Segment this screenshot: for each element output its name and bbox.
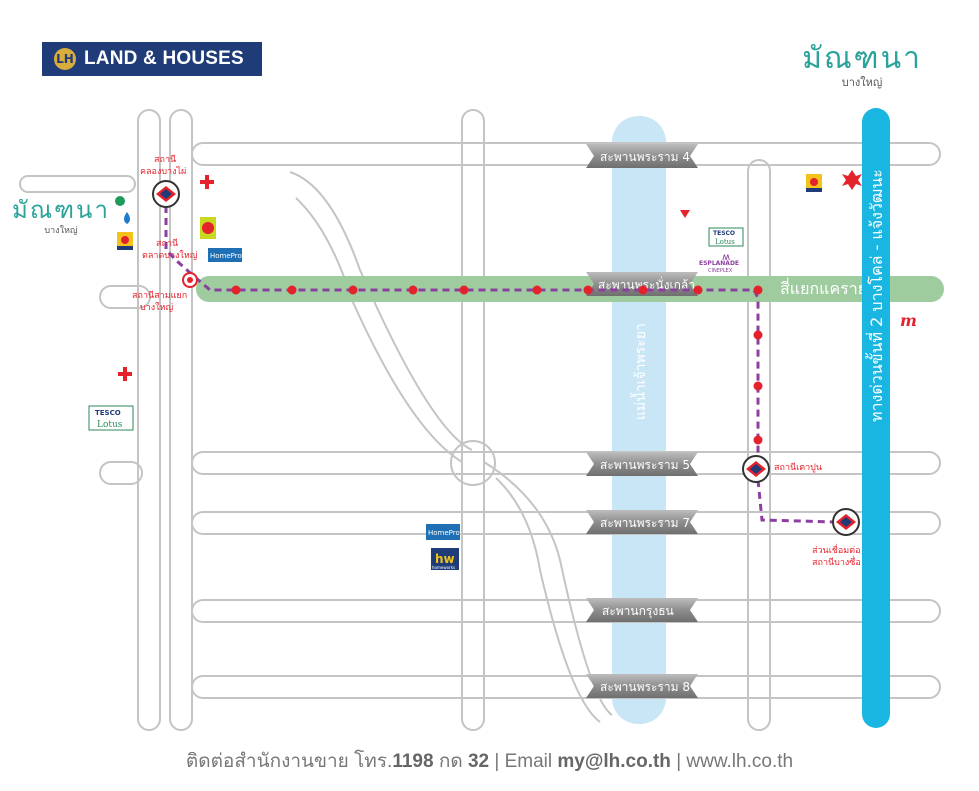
project-marker-icon — [115, 196, 125, 206]
tesco-text: TESCO — [95, 409, 121, 417]
drop-icon — [124, 212, 130, 224]
central-icon — [842, 170, 862, 190]
makro-icon — [806, 174, 822, 192]
bridge-label: สะพานกรุงธน — [602, 604, 674, 619]
email-label: | Email — [489, 751, 558, 772]
brand-name: LAND & HOUSES — [84, 48, 244, 69]
line-stops — [231, 285, 763, 445]
streets — [19, 109, 941, 731]
homepro-text: HomePro — [428, 529, 460, 537]
station-sam-yaek-icon — [182, 272, 198, 288]
station-label: สถานีสามแยก — [132, 290, 187, 301]
chao-phraya-river — [612, 116, 666, 724]
hw-sub-text: homeworks — [432, 565, 455, 570]
mall-logo-icon: m — [900, 311, 917, 330]
station-label: สถานี — [154, 154, 176, 165]
bridge-label: สะพานพระราม 8 — [600, 680, 690, 694]
tesco-lotus-logo: TESCO Lotus — [88, 405, 134, 431]
map-logo-name: มัณฑนา — [12, 196, 110, 224]
makro-icon — [117, 232, 133, 250]
station-label: คลองบางไผ่ — [140, 166, 186, 177]
bridge-rama8: สะพานพระราม 8 — [586, 674, 698, 698]
project-logo-name: มัณฑนา — [802, 41, 922, 76]
bridge-krung-thon: สะพานกรุงธน — [586, 598, 698, 622]
contact-footer: ติดต่อสำนักงานขาย โทร.1198 กด 32 | Email… — [0, 746, 979, 776]
esplanade-text: ESPLANADE — [699, 260, 739, 267]
bridge-label: สะพานพระราม 7 — [600, 516, 690, 530]
expressway-label: ทางด่วนขั้นที่ 2 บางโคล่ - แจ้งวัฒนะ — [865, 169, 886, 422]
land-and-houses-logo: LH LAND & HOUSES — [42, 42, 262, 76]
project-logo-subtitle: บางใหญ่ — [841, 76, 883, 89]
station-label: สถานี — [156, 238, 178, 249]
expressway — [862, 108, 890, 728]
bridge-label: สะพานพระราม 5 — [600, 458, 690, 472]
map-project-logo: มัณฑนา บางใหญ่ — [6, 196, 116, 238]
extension-label: กด — [433, 751, 468, 772]
station-label: ส่วนเชื่อมต่อ — [812, 543, 860, 556]
bridge-label: สะพานพระนั่งเกล้า — [598, 276, 695, 292]
station-klong-bang-phai-icon — [152, 180, 180, 208]
station-label: สถานีบางซื่อ — [812, 555, 861, 568]
phone-number: 1198 — [392, 751, 434, 772]
project-logo: มัณฑนา บางใหญ่ — [792, 42, 932, 90]
extension-number: 32 — [467, 751, 490, 772]
homeworks-logo: hw homeworks — [431, 548, 459, 570]
hw-text: hw — [435, 552, 455, 566]
homepro-logo: HomePro — [426, 524, 460, 540]
the-mall-icon — [680, 210, 690, 218]
main-road-label: สี่แยกแคราย — [780, 277, 867, 298]
bridge-label: สะพานพระราม 4 — [600, 150, 690, 164]
lh-emblem-icon: LH — [54, 48, 76, 70]
lotus-text: Lotus — [97, 420, 123, 430]
station-label: บางใหญ่ — [140, 302, 173, 313]
hospital-icon — [200, 175, 214, 189]
bridge-rama4: สะพานพระราม 4 — [586, 144, 698, 168]
station-label: สถานีเตาปูน — [774, 462, 822, 473]
big-c-icon — [200, 217, 216, 239]
lotus-text: Lotus — [715, 238, 735, 246]
homepro-logo: HomePro — [208, 248, 242, 262]
station-label: ตลาดบางใหญ่ — [142, 250, 198, 261]
river-label: แม่น้ำเจ้าพระยา — [630, 323, 649, 420]
website-link[interactable]: | www.lh.co.th — [670, 751, 794, 772]
station-tao-poon-icon — [742, 455, 770, 483]
station-bang-sue-icon — [832, 508, 860, 536]
purple-line — [164, 206, 837, 524]
bridge-rama5: สะพานพระราม 5 — [586, 452, 698, 476]
map-logo-subtitle: บางใหญ่ — [44, 226, 78, 236]
station-labels: สถานี คลองบางไผ่ สถานี ตลาดบางใหญ่ สถานี… — [132, 154, 861, 568]
homepro-text: HomePro — [210, 252, 242, 260]
email-link[interactable]: my@lh.co.th — [557, 751, 671, 772]
esplanade-logo: ESPLANADE CINEPLEX — [699, 260, 739, 274]
tesco-text: TESCO — [713, 230, 735, 237]
hospital-icon — [118, 367, 132, 381]
cineplex-text: CINEPLEX — [708, 268, 733, 274]
contact-label: ติดต่อสำนักงานขาย โทร. — [185, 751, 393, 772]
esplanade-icon: ʍ — [722, 252, 730, 263]
svg-text:ʍ: ʍ — [722, 252, 730, 263]
tesco-lotus-logo: TESCO Lotus — [708, 227, 744, 247]
bridge-rama7: สะพานพระราม 7 — [586, 510, 698, 534]
